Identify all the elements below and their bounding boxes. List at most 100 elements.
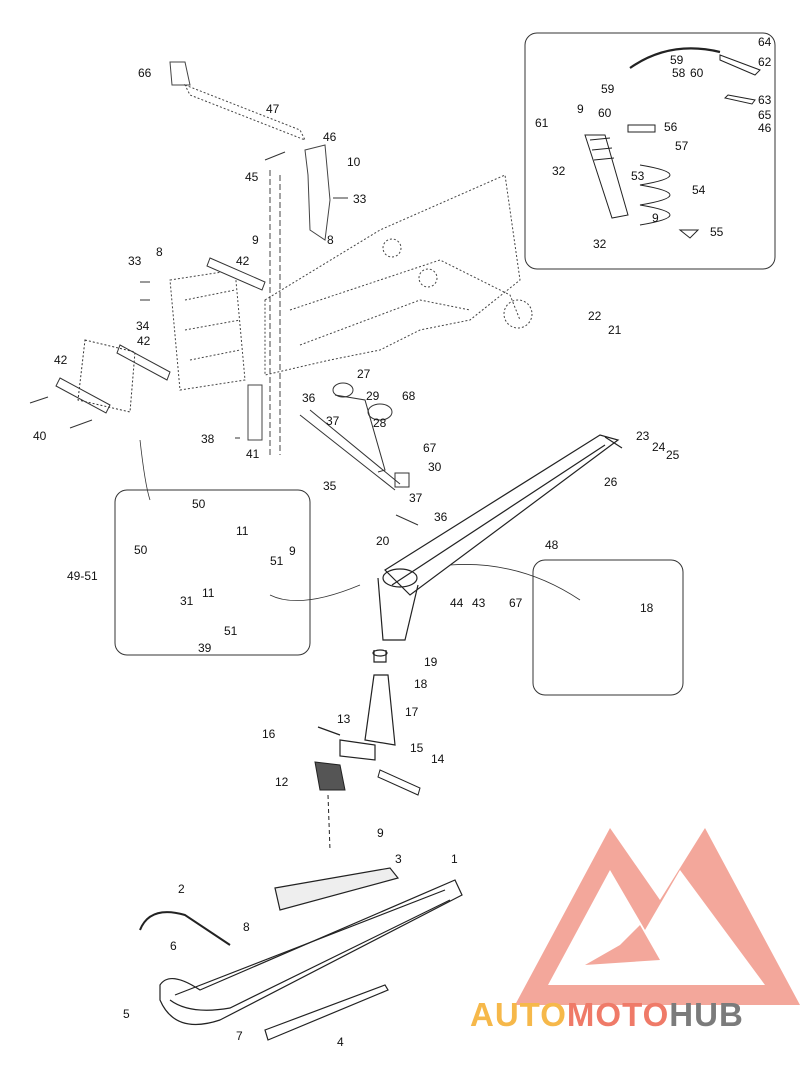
callout-16: 16	[262, 727, 276, 741]
callout-66: 66	[138, 66, 152, 80]
callout-20: 20	[376, 534, 390, 548]
callout-34: 34	[136, 319, 150, 333]
callout-31: 31	[180, 594, 194, 608]
callout-42: 42	[54, 353, 68, 367]
callout-23: 23	[636, 429, 650, 443]
callout-51: 51	[224, 624, 238, 638]
callout-51: 51	[270, 554, 284, 568]
callout-9: 9	[289, 544, 296, 558]
callout-32: 32	[593, 237, 607, 251]
callout-38: 38	[201, 432, 215, 446]
callout-24: 24	[652, 440, 666, 454]
callout-58: 58	[672, 66, 686, 80]
callout-48: 48	[545, 538, 559, 552]
steering-column-35	[299, 382, 419, 526]
callout-53: 53	[631, 169, 645, 183]
callout-8: 8	[327, 233, 334, 247]
callout-33: 33	[128, 254, 142, 268]
callout-33: 33	[353, 192, 367, 206]
callout-32: 32	[552, 164, 566, 178]
shock-absorber-53	[584, 47, 761, 239]
callout-11: 11	[202, 586, 215, 600]
callout-50: 50	[134, 543, 148, 557]
callout-4: 4	[337, 1035, 344, 1049]
callout-41: 41	[246, 447, 260, 461]
trailing-arm-48	[377, 434, 623, 641]
callout-56: 56	[664, 120, 678, 134]
callout-5: 5	[123, 1007, 130, 1021]
callout-45: 45	[245, 170, 259, 184]
callout-28: 28	[373, 416, 387, 430]
callout-21: 21	[608, 323, 622, 337]
callout-63: 63	[758, 93, 772, 107]
callout-54: 54	[692, 183, 706, 197]
callout-44: 44	[450, 596, 464, 610]
callout-65: 65	[758, 108, 772, 122]
callout-12: 12	[275, 775, 289, 789]
callout-9: 9	[252, 233, 259, 247]
watermark-text: AUTOMOTOHUB	[470, 996, 800, 1046]
callout-27: 27	[357, 367, 371, 381]
callout-49-51: 49-51	[67, 569, 98, 583]
callout-8: 8	[243, 920, 250, 934]
spindle-17	[317, 649, 396, 761]
callout-47: 47	[266, 102, 280, 116]
leader-lines	[139, 439, 581, 601]
callout-29: 29	[366, 389, 380, 403]
callout-59: 59	[670, 53, 684, 67]
callout-8: 8	[156, 245, 163, 259]
callout-42: 42	[236, 254, 250, 268]
inset-box-spindle-detail	[532, 559, 684, 696]
callout-61: 61	[535, 116, 549, 130]
callout-9: 9	[577, 102, 584, 116]
watermark-part-1: AUTO	[470, 996, 567, 1033]
callout-55: 55	[710, 225, 724, 239]
callout-36: 36	[302, 391, 316, 405]
watermark-part-2: MOTO	[566, 996, 670, 1033]
callout-46: 46	[323, 130, 337, 144]
upper-arm-47	[169, 61, 331, 241]
callout-26: 26	[604, 475, 618, 489]
mount-bracket-41	[247, 170, 281, 455]
callout-37: 37	[326, 414, 340, 428]
callout-9: 9	[377, 826, 384, 840]
callout-37: 37	[409, 491, 423, 505]
callout-67: 67	[423, 441, 437, 455]
callout-19: 19	[424, 655, 438, 669]
callout-46: 46	[758, 121, 772, 135]
callout-22: 22	[588, 309, 602, 323]
callout-62: 62	[758, 55, 772, 69]
bolt-14-and-pad-12	[314, 761, 421, 851]
callout-14: 14	[431, 752, 445, 766]
callout-6: 6	[170, 939, 177, 953]
callout-68: 68	[402, 389, 416, 403]
callout-40: 40	[33, 429, 47, 443]
chassis-frame	[169, 174, 533, 391]
watermark-logo	[515, 828, 800, 1005]
callout-15: 15	[410, 741, 424, 755]
callout-60: 60	[690, 66, 704, 80]
callout-60: 60	[598, 106, 612, 120]
callout-2: 2	[178, 882, 185, 896]
callout-59: 59	[601, 82, 615, 96]
bolts-left	[29, 151, 348, 439]
callout-1: 1	[451, 852, 458, 866]
callout-64: 64	[758, 35, 772, 49]
callout-3: 3	[395, 852, 402, 866]
callout-57: 57	[675, 139, 689, 153]
callout-9: 9	[652, 211, 659, 225]
callout-39: 39	[198, 641, 212, 655]
plates-42	[55, 257, 266, 414]
callout-13: 13	[337, 712, 351, 726]
callout-7: 7	[236, 1029, 243, 1043]
callout-18: 18	[640, 601, 654, 615]
callout-42: 42	[137, 334, 151, 348]
callout-67: 67	[509, 596, 523, 610]
callout-25: 25	[666, 448, 680, 462]
ski-1	[139, 867, 463, 1041]
callout-50: 50	[192, 497, 206, 511]
callout-11: 11	[236, 524, 249, 538]
callout-30: 30	[428, 460, 442, 474]
